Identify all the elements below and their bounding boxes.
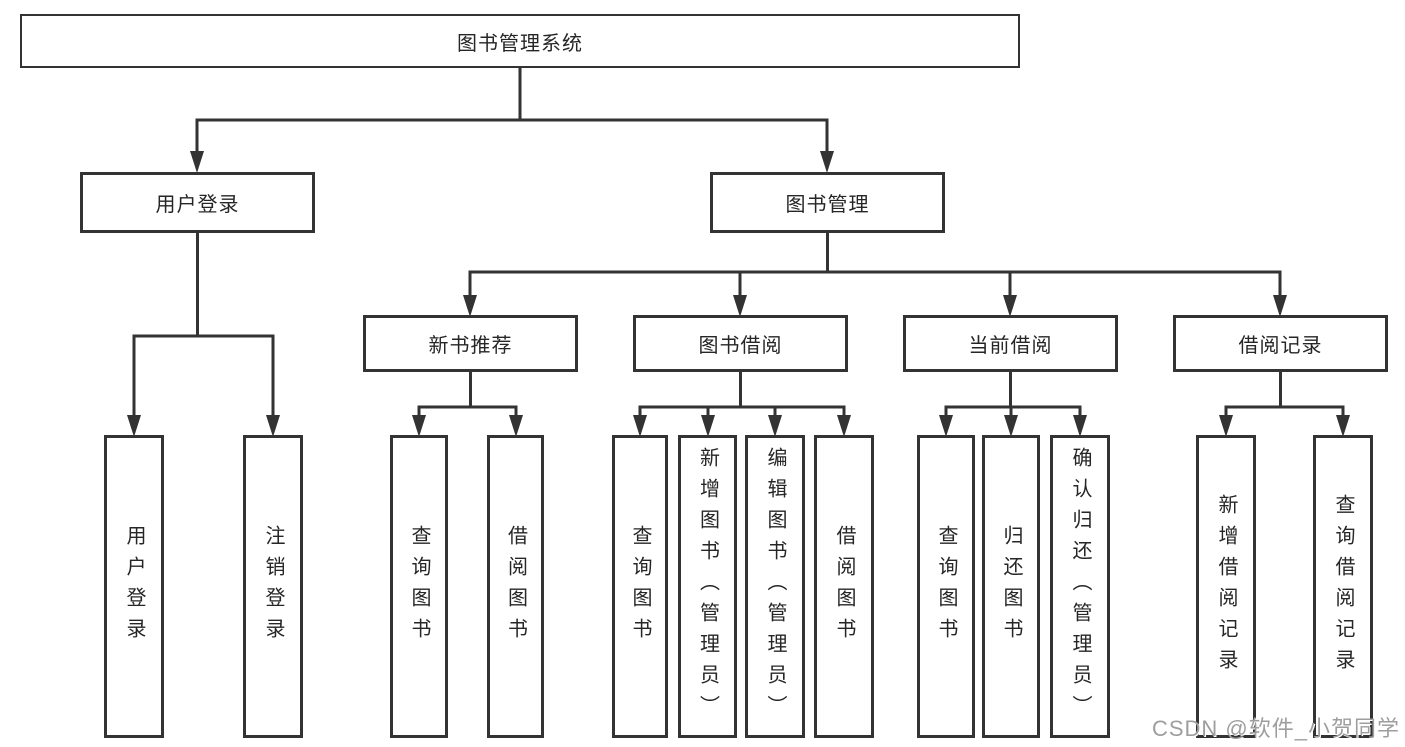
leaf-edit-books-admin-label: 编辑图书（管理员） bbox=[764, 447, 786, 726]
leaf-add-books-admin: 新增图书（管理员） bbox=[678, 435, 737, 738]
leaf-add-books-admin-label: 新增图书（管理员） bbox=[696, 447, 719, 726]
node-user-login: 用户登录 bbox=[80, 172, 315, 233]
node-current-borrow: 当前借阅 bbox=[903, 315, 1118, 372]
leaf-borrow-books-recommend-label: 借阅图书 bbox=[504, 524, 527, 649]
connector-user-login-to-leaves bbox=[132, 233, 275, 416]
node-user-login-label: 用户登录 bbox=[155, 194, 240, 216]
csdn-watermark: CSDN @软件_小贺同学 bbox=[1151, 716, 1400, 741]
connector-new-book-to-leaves bbox=[417, 372, 518, 416]
leaf-logout-label: 注销登录 bbox=[262, 524, 284, 649]
leaf-query-books-current: 查询图书 bbox=[917, 435, 975, 738]
connector-book-management-to-level3 bbox=[468, 233, 1282, 296]
leaf-return-books-label: 归还图书 bbox=[1000, 524, 1022, 649]
leaf-user-login-label: 用户登录 bbox=[123, 524, 145, 649]
leaf-edit-books-admin: 编辑图书（管理员） bbox=[745, 435, 805, 738]
connector-book-borrow-to-leaves bbox=[638, 372, 846, 416]
leaf-query-borrow-record: 查询借阅记录 bbox=[1313, 435, 1373, 738]
leaf-return-books: 归还图书 bbox=[982, 435, 1040, 738]
node-book-management: 图书管理 bbox=[710, 172, 945, 233]
leaf-add-borrow-record: 新增借阅记录 bbox=[1196, 435, 1256, 738]
leaf-query-books-recommend: 查询图书 bbox=[390, 435, 448, 738]
leaf-confirm-return-admin-label: 确认归还（管理员） bbox=[1069, 447, 1091, 726]
leaf-borrow-books-label: 借阅图书 bbox=[833, 524, 855, 649]
node-root: 图书管理系统 bbox=[20, 14, 1020, 68]
leaf-add-borrow-record-label: 新增借阅记录 bbox=[1215, 493, 1237, 680]
leaf-query-books-borrow: 查询图书 bbox=[612, 435, 668, 738]
node-borrow-records-label: 借阅记录 bbox=[1238, 335, 1323, 357]
connector-root-to-level2 bbox=[195, 68, 829, 152]
leaf-query-books-recommend-label: 查询图书 bbox=[408, 524, 430, 649]
leaf-logout: 注销登录 bbox=[243, 435, 303, 738]
leaf-confirm-return-admin: 确认归还（管理员） bbox=[1050, 435, 1110, 738]
leaf-borrow-books: 借阅图书 bbox=[814, 435, 874, 738]
node-book-borrow-label: 图书借阅 bbox=[698, 335, 783, 357]
leaf-query-borrow-record-label: 查询借阅记录 bbox=[1332, 493, 1354, 680]
leaf-query-books-current-label: 查询图书 bbox=[935, 524, 957, 649]
arrowheads bbox=[127, 151, 1350, 437]
node-new-book-recommend-label: 新书推荐 bbox=[428, 335, 513, 357]
leaf-user-login: 用户登录 bbox=[104, 435, 164, 738]
node-root-label: 图书管理系统 bbox=[457, 32, 583, 55]
connector-current-borrow-to-leaves bbox=[944, 372, 1082, 416]
node-book-borrow: 图书借阅 bbox=[633, 315, 848, 372]
connector-borrow-records-to-leaves bbox=[1224, 372, 1345, 416]
node-book-management-label: 图书管理 bbox=[785, 194, 870, 216]
node-new-book-recommend: 新书推荐 bbox=[363, 315, 578, 372]
leaf-borrow-books-recommend: 借阅图书 bbox=[487, 435, 544, 738]
node-current-borrow-label: 当前借阅 bbox=[968, 335, 1053, 357]
leaf-query-books-borrow-label: 查询图书 bbox=[629, 524, 651, 649]
node-borrow-records: 借阅记录 bbox=[1173, 315, 1388, 372]
